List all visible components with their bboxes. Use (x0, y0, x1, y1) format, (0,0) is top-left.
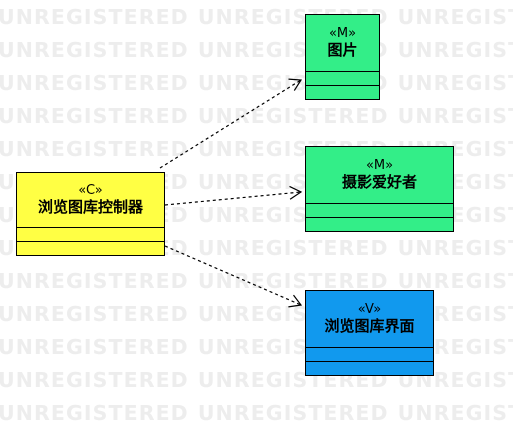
watermark-text: UNREGISTERED (0, 269, 189, 293)
class-name: 图片 (327, 41, 358, 59)
attributes-compartment (306, 72, 379, 86)
watermark-text: UNREGISTERED (0, 368, 189, 392)
class-browse-ui[interactable]: «V» 浏览图库界面 (305, 290, 434, 376)
watermark-text: UNREGISTERED (0, 104, 189, 128)
class-name: 浏览图库控制器 (37, 198, 143, 216)
watermark-text: UNREGISTERED (0, 401, 189, 425)
watermark-text: UNREGISTERED (197, 401, 389, 425)
class-name: 浏览图库界面 (324, 317, 415, 335)
watermark-text: UNREGISTERED (197, 269, 389, 293)
stereotype-label: «V» (357, 302, 382, 317)
stereotype-label: «M» (328, 26, 357, 41)
watermark-text: UNREGISTERED (397, 38, 513, 62)
watermark-text: UNREGISTERED (0, 71, 189, 95)
attributes-compartment (306, 348, 433, 362)
watermark-text: UNREGISTERED (397, 71, 513, 95)
class-header: «C» 浏览图库控制器 (17, 173, 164, 228)
operations-compartment (306, 362, 433, 375)
class-name: 摄影爱好者 (341, 173, 417, 191)
watermark-text: UNREGISTERED (397, 104, 513, 128)
dependency-controller-to-photographer[interactable] (164, 185, 303, 206)
watermark-text: UNREGISTERED (0, 5, 189, 29)
watermark-row: UNREGISTEREDUNREGISTEREDUNREGISTEREDUNRE… (0, 132, 513, 166)
attributes-compartment (17, 228, 164, 242)
watermark-text: UNREGISTERED (197, 104, 389, 128)
watermark-text: UNREGISTERED (397, 269, 513, 293)
stereotype-label: «C» (78, 183, 103, 198)
class-header: «M» 图片 (306, 15, 379, 72)
dependency-controller-to-browse-ui[interactable] (164, 245, 303, 308)
watermark-text: UNREGISTERED (0, 137, 189, 161)
attributes-compartment (306, 204, 453, 218)
class-picture[interactable]: «M» 图片 (305, 14, 380, 100)
class-controller[interactable]: «C» 浏览图库控制器 (16, 172, 165, 256)
operations-compartment (306, 86, 379, 99)
watermark-row: UNREGISTEREDUNREGISTEREDUNREGISTEREDUNRE… (0, 99, 513, 133)
watermark-text: UNREGISTERED (197, 236, 389, 260)
class-photographer[interactable]: «M» 摄影爱好者 (305, 146, 454, 232)
watermark-text: UNREGISTERED (397, 401, 513, 425)
operations-compartment (306, 218, 453, 231)
class-header: «V» 浏览图库界面 (306, 291, 433, 348)
watermark-text: UNREGISTERED (0, 335, 189, 359)
watermark-text: UNREGISTERED (397, 236, 513, 260)
operations-compartment (17, 242, 164, 255)
watermark-text: UNREGISTERED (397, 5, 513, 29)
watermark-row: UNREGISTEREDUNREGISTEREDUNREGISTEREDUNRE… (0, 396, 513, 430)
watermark-row: UNREGISTEREDUNREGISTEREDUNREGISTEREDUNRE… (0, 33, 513, 67)
watermark-text: UNREGISTERED (0, 302, 189, 326)
watermark-row: UNREGISTEREDUNREGISTEREDUNREGISTEREDUNRE… (0, 264, 513, 298)
watermark-text: UNREGISTERED (0, 38, 189, 62)
dependency-controller-to-picture[interactable] (159, 78, 303, 169)
stereotype-label: «M» (365, 158, 394, 173)
class-header: «M» 摄影爱好者 (306, 147, 453, 204)
